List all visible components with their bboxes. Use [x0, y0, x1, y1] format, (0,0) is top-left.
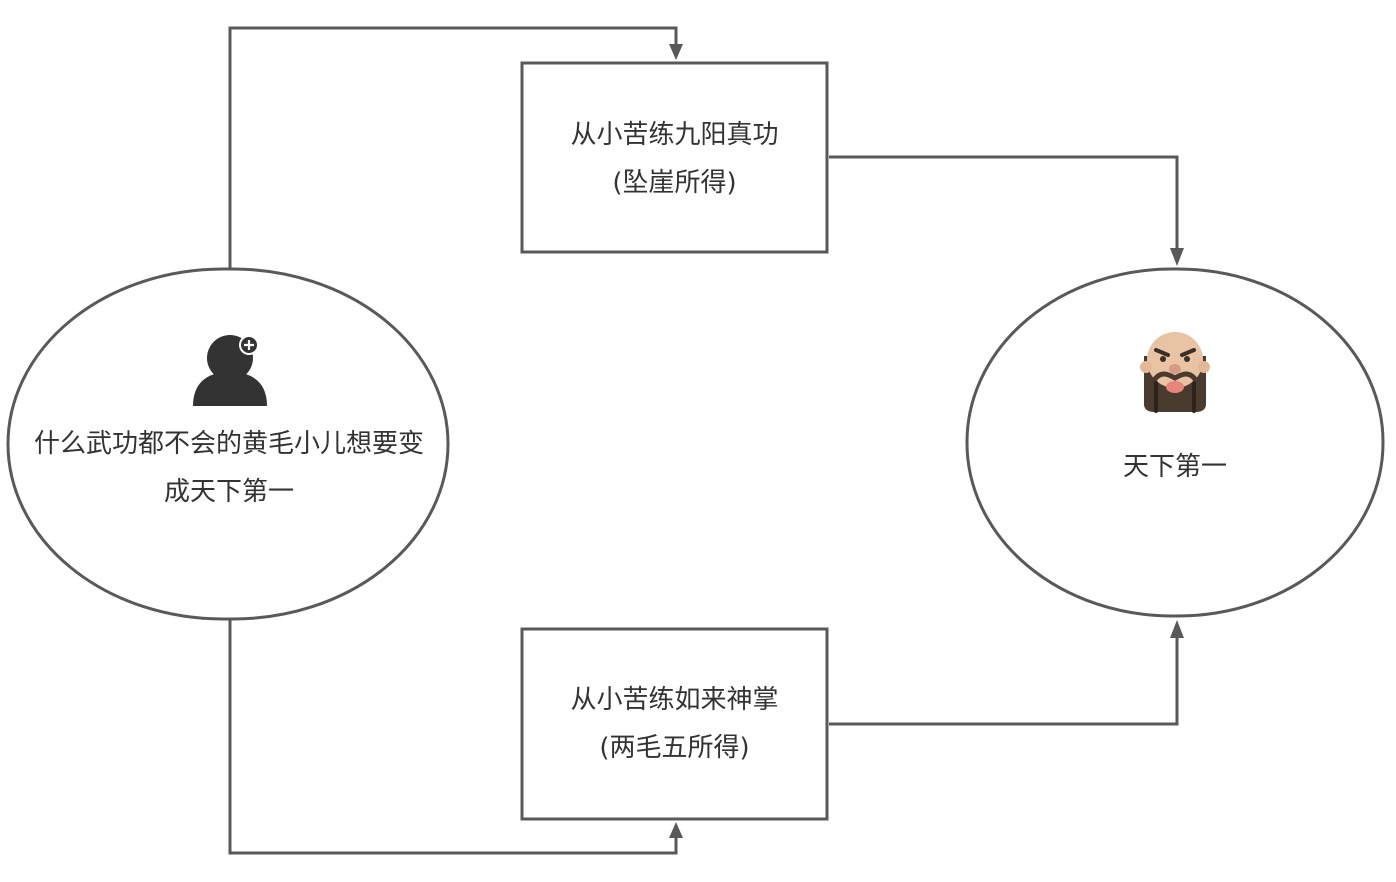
top-path-label-line1: 从小苦练九阳真功 — [570, 120, 779, 150]
bottom-path-label-line2: (两毛五所得) — [599, 733, 750, 763]
arrowhead-end-top — [1170, 248, 1184, 266]
connector-start-to-top — [228, 26, 678, 268]
end-node[interactable] — [965, 267, 1385, 618]
connector-top-to-end — [829, 155, 1179, 262]
arrowhead-top-box — [669, 44, 683, 60]
bottom-path-label-line1: 从小苦练如来神掌 — [570, 685, 779, 715]
start-node[interactable] — [6, 267, 450, 621]
arrowhead-bottom-box — [669, 822, 683, 838]
top-path-label-line2: (坠崖所得) — [612, 168, 737, 198]
add-user-icon — [193, 335, 267, 406]
bald-old-master-icon — [1140, 332, 1210, 413]
arrowhead-end-bottom — [1170, 620, 1184, 638]
bottom-path-label: 从小苦练如来神掌 (两毛五所得) — [522, 676, 827, 772]
end-node-label: 天下第一 — [967, 443, 1383, 491]
connector-bottom-to-end — [829, 624, 1179, 726]
top-path-box[interactable] — [520, 61, 829, 254]
start-node-label-line1: 什么武功都不会的黄毛小儿想要变 — [33, 429, 424, 459]
start-node-label: 什么武功都不会的黄毛小儿想要变 成天下第一 — [14, 420, 444, 516]
connector-start-to-bottom — [228, 620, 678, 855]
end-node-label-line1: 天下第一 — [1122, 452, 1227, 482]
bottom-path-box[interactable] — [520, 627, 829, 821]
start-node-label-line2: 成天下第一 — [163, 477, 294, 507]
top-path-label: 从小苦练九阳真功 (坠崖所得) — [522, 111, 827, 207]
